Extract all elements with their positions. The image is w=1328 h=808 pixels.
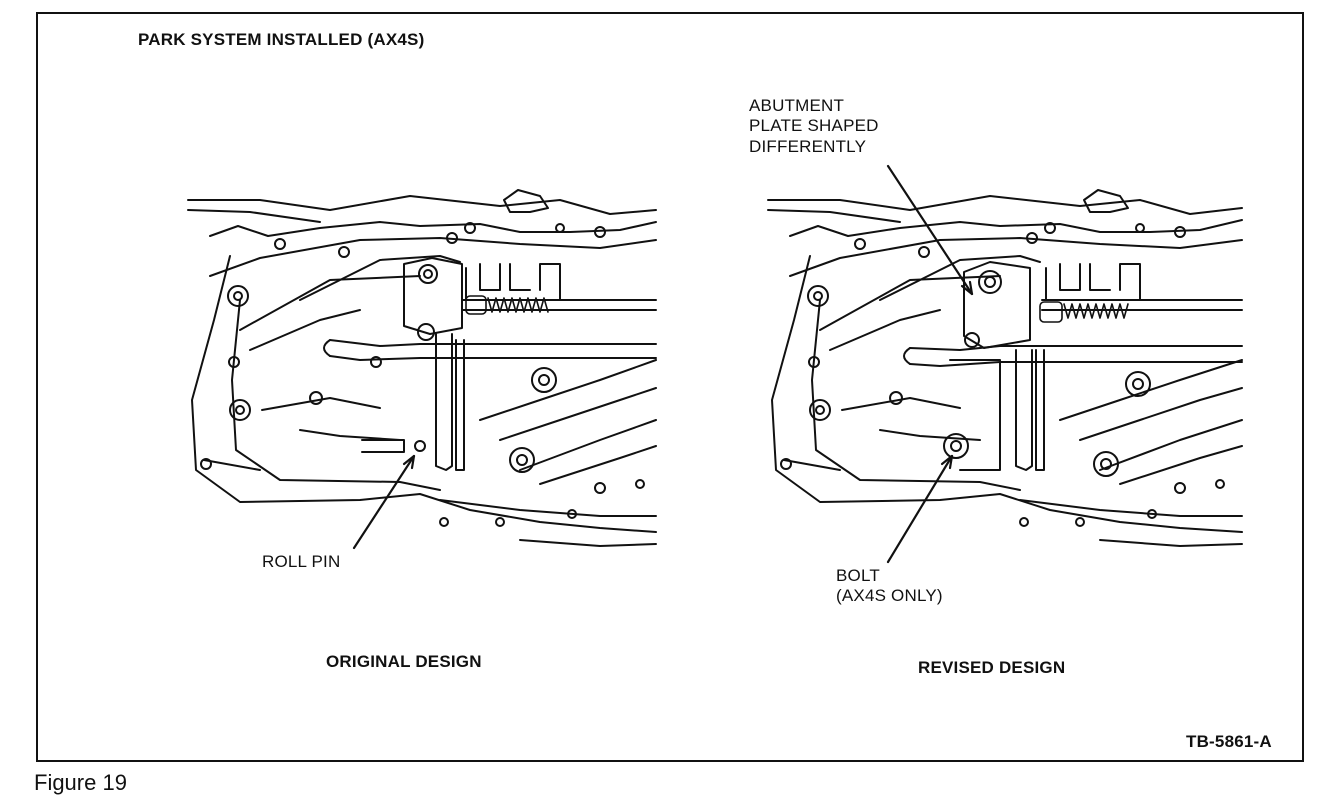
left-rivets — [200, 222, 645, 527]
callout-line: (AX4S ONLY) — [836, 586, 943, 606]
left-spring — [465, 295, 549, 315]
roll-pin-callout: ROLL PIN — [262, 552, 341, 571]
right-casing-outline — [767, 189, 1243, 547]
right-spring — [1039, 301, 1129, 323]
callout-line: DIFFERENTLY — [749, 136, 867, 156]
figure-title: PARK SYSTEM INSTALLED (AX4S) — [138, 30, 425, 49]
callout-line: BOLT — [836, 566, 880, 585]
reference-code: TB-5861-A — [1186, 732, 1272, 751]
callout-line: PLATE SHAPED — [749, 116, 879, 136]
abutment-plate-leader — [886, 164, 974, 296]
original-design-label: ORIGINAL DESIGN — [326, 652, 482, 671]
abutment-plate-callout: ABUTMENT PLATE SHAPED DIFFERENTLY — [749, 96, 879, 157]
roll-pin-leader — [352, 454, 416, 550]
figure-caption: Figure 19 — [34, 770, 127, 795]
right-rivets — [780, 222, 1225, 527]
revised-design-label: REVISED DESIGN — [918, 658, 1066, 677]
left-casing-outline — [187, 189, 657, 547]
bolt-leader — [886, 454, 954, 564]
callout-line: ABUTMENT — [749, 96, 845, 115]
bolt-callout: BOLT (AX4S ONLY) — [836, 566, 943, 607]
figure-frame — [36, 12, 1304, 762]
